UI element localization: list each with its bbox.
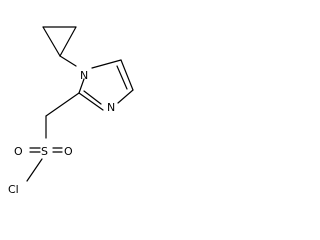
bond-c4-n3 xyxy=(117,89,134,104)
bond-c2-n1 xyxy=(78,78,85,94)
atom-o-right-label: O xyxy=(64,145,73,158)
bond-cyclopropyl-3 xyxy=(59,26,77,57)
bond-n1-c5 xyxy=(91,59,122,69)
bond-c5-c4-double xyxy=(116,65,128,90)
bond-c2-ch2 xyxy=(45,92,80,117)
atom-n3-label: N xyxy=(107,101,115,114)
bond-n3-c2-double xyxy=(83,90,102,105)
atom-n1-label: N xyxy=(80,69,88,82)
bond-n3-c2-single xyxy=(78,92,104,111)
molecule-canvas: N N S O O Cl xyxy=(0,0,149,217)
structure-diagram: N N S O O Cl xyxy=(8,26,134,196)
atom-s-label: S xyxy=(41,145,48,158)
bond-n1-cyclopropyl xyxy=(59,55,77,67)
atom-o-left-label: O xyxy=(14,145,23,158)
bond-c5-c4-single xyxy=(120,59,134,91)
atom-cl-label: Cl xyxy=(8,183,19,196)
bond-cyclopropyl-1 xyxy=(42,26,61,57)
bond-s-cl xyxy=(26,158,43,182)
